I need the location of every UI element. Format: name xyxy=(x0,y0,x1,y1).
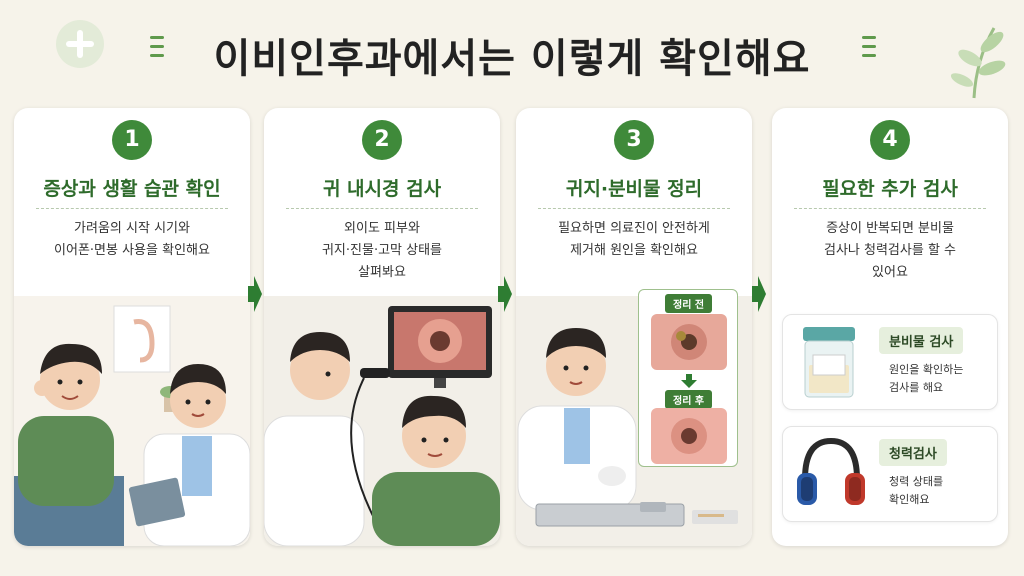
test-description: 청력 상태를 확인해요 xyxy=(889,475,944,506)
after-label: 정리 후 xyxy=(665,390,713,409)
hearing-test-card: 청력검사 청력 상태를 확인해요 xyxy=(782,426,998,522)
divider xyxy=(794,208,986,209)
sparkle-icon xyxy=(150,30,164,63)
consultation-illustration xyxy=(14,296,250,546)
before-label: 정리 전 xyxy=(665,294,713,313)
step-card-3: 3 귀지·분비물 정리 필요하면 의료진이 안전하게 제거해 원인을 확인해요 … xyxy=(516,108,752,546)
step-card-2: 2 귀 내시경 검사 외이도 피부와 귀지·진물·고막 상태를 살펴봐요 xyxy=(264,108,500,546)
step-title: 귀지·분비물 정리 xyxy=(565,178,703,200)
divider xyxy=(36,208,228,209)
before-after-panel: 정리 전 정리 후 xyxy=(638,289,738,467)
step-number: 3 xyxy=(614,120,654,160)
specimen-cup-icon xyxy=(803,327,855,398)
step-card-1: 1 증상과 생활 습관 확인 가려움의 시작 시기와 이어폰·면봉 사용을 확인… xyxy=(14,108,250,546)
test-name: 청력검사 xyxy=(879,439,947,466)
step-card-4: 4 필요한 추가 검사 증상이 반복되면 분비물 검사나 청력검사를 할 수 있… xyxy=(772,108,1008,546)
step-title: 증상과 생활 습관 확인 xyxy=(43,178,221,200)
arrow-right-icon xyxy=(498,276,512,316)
step-number: 1 xyxy=(112,120,152,160)
sparkle-icon xyxy=(862,30,876,63)
ear-canal-before-image xyxy=(651,314,727,370)
medical-cross-icon xyxy=(56,20,104,68)
divider xyxy=(538,208,730,209)
step-number: 4 xyxy=(870,120,910,160)
test-name: 분비물 검사 xyxy=(879,327,964,354)
arrow-down-icon xyxy=(681,374,697,388)
leaf-icon xyxy=(950,27,1006,99)
step-description: 가려움의 시작 시기와 이어폰·면봉 사용을 확인해요 xyxy=(54,221,210,258)
step-title: 귀 내시경 검사 xyxy=(322,178,442,200)
step-title: 필요한 추가 검사 xyxy=(822,178,958,200)
step-description: 외이도 피부와 귀지·진물·고막 상태를 살펴봐요 xyxy=(321,221,443,280)
step-description: 필요하면 의료진이 안전하게 제거해 원인을 확인해요 xyxy=(558,221,710,258)
ear-canal-after-image xyxy=(651,408,727,464)
headphones-icon xyxy=(797,437,865,505)
divider xyxy=(286,208,478,209)
step-description: 증상이 반복되면 분비물 검사나 청력검사를 할 수 있어요 xyxy=(824,221,956,280)
secretion-test-card: 분비물 검사 원인을 확인하는 검사를 해요 xyxy=(782,314,998,410)
step-number: 2 xyxy=(362,120,402,160)
arrow-right-icon xyxy=(248,276,262,316)
arrow-right-icon xyxy=(752,276,766,316)
test-description: 원인을 확인하는 검사를 해요 xyxy=(889,363,964,394)
page-title: 이비인후과에서는 이렇게 확인해요 xyxy=(213,36,811,82)
endoscope-exam-illustration xyxy=(264,296,500,546)
